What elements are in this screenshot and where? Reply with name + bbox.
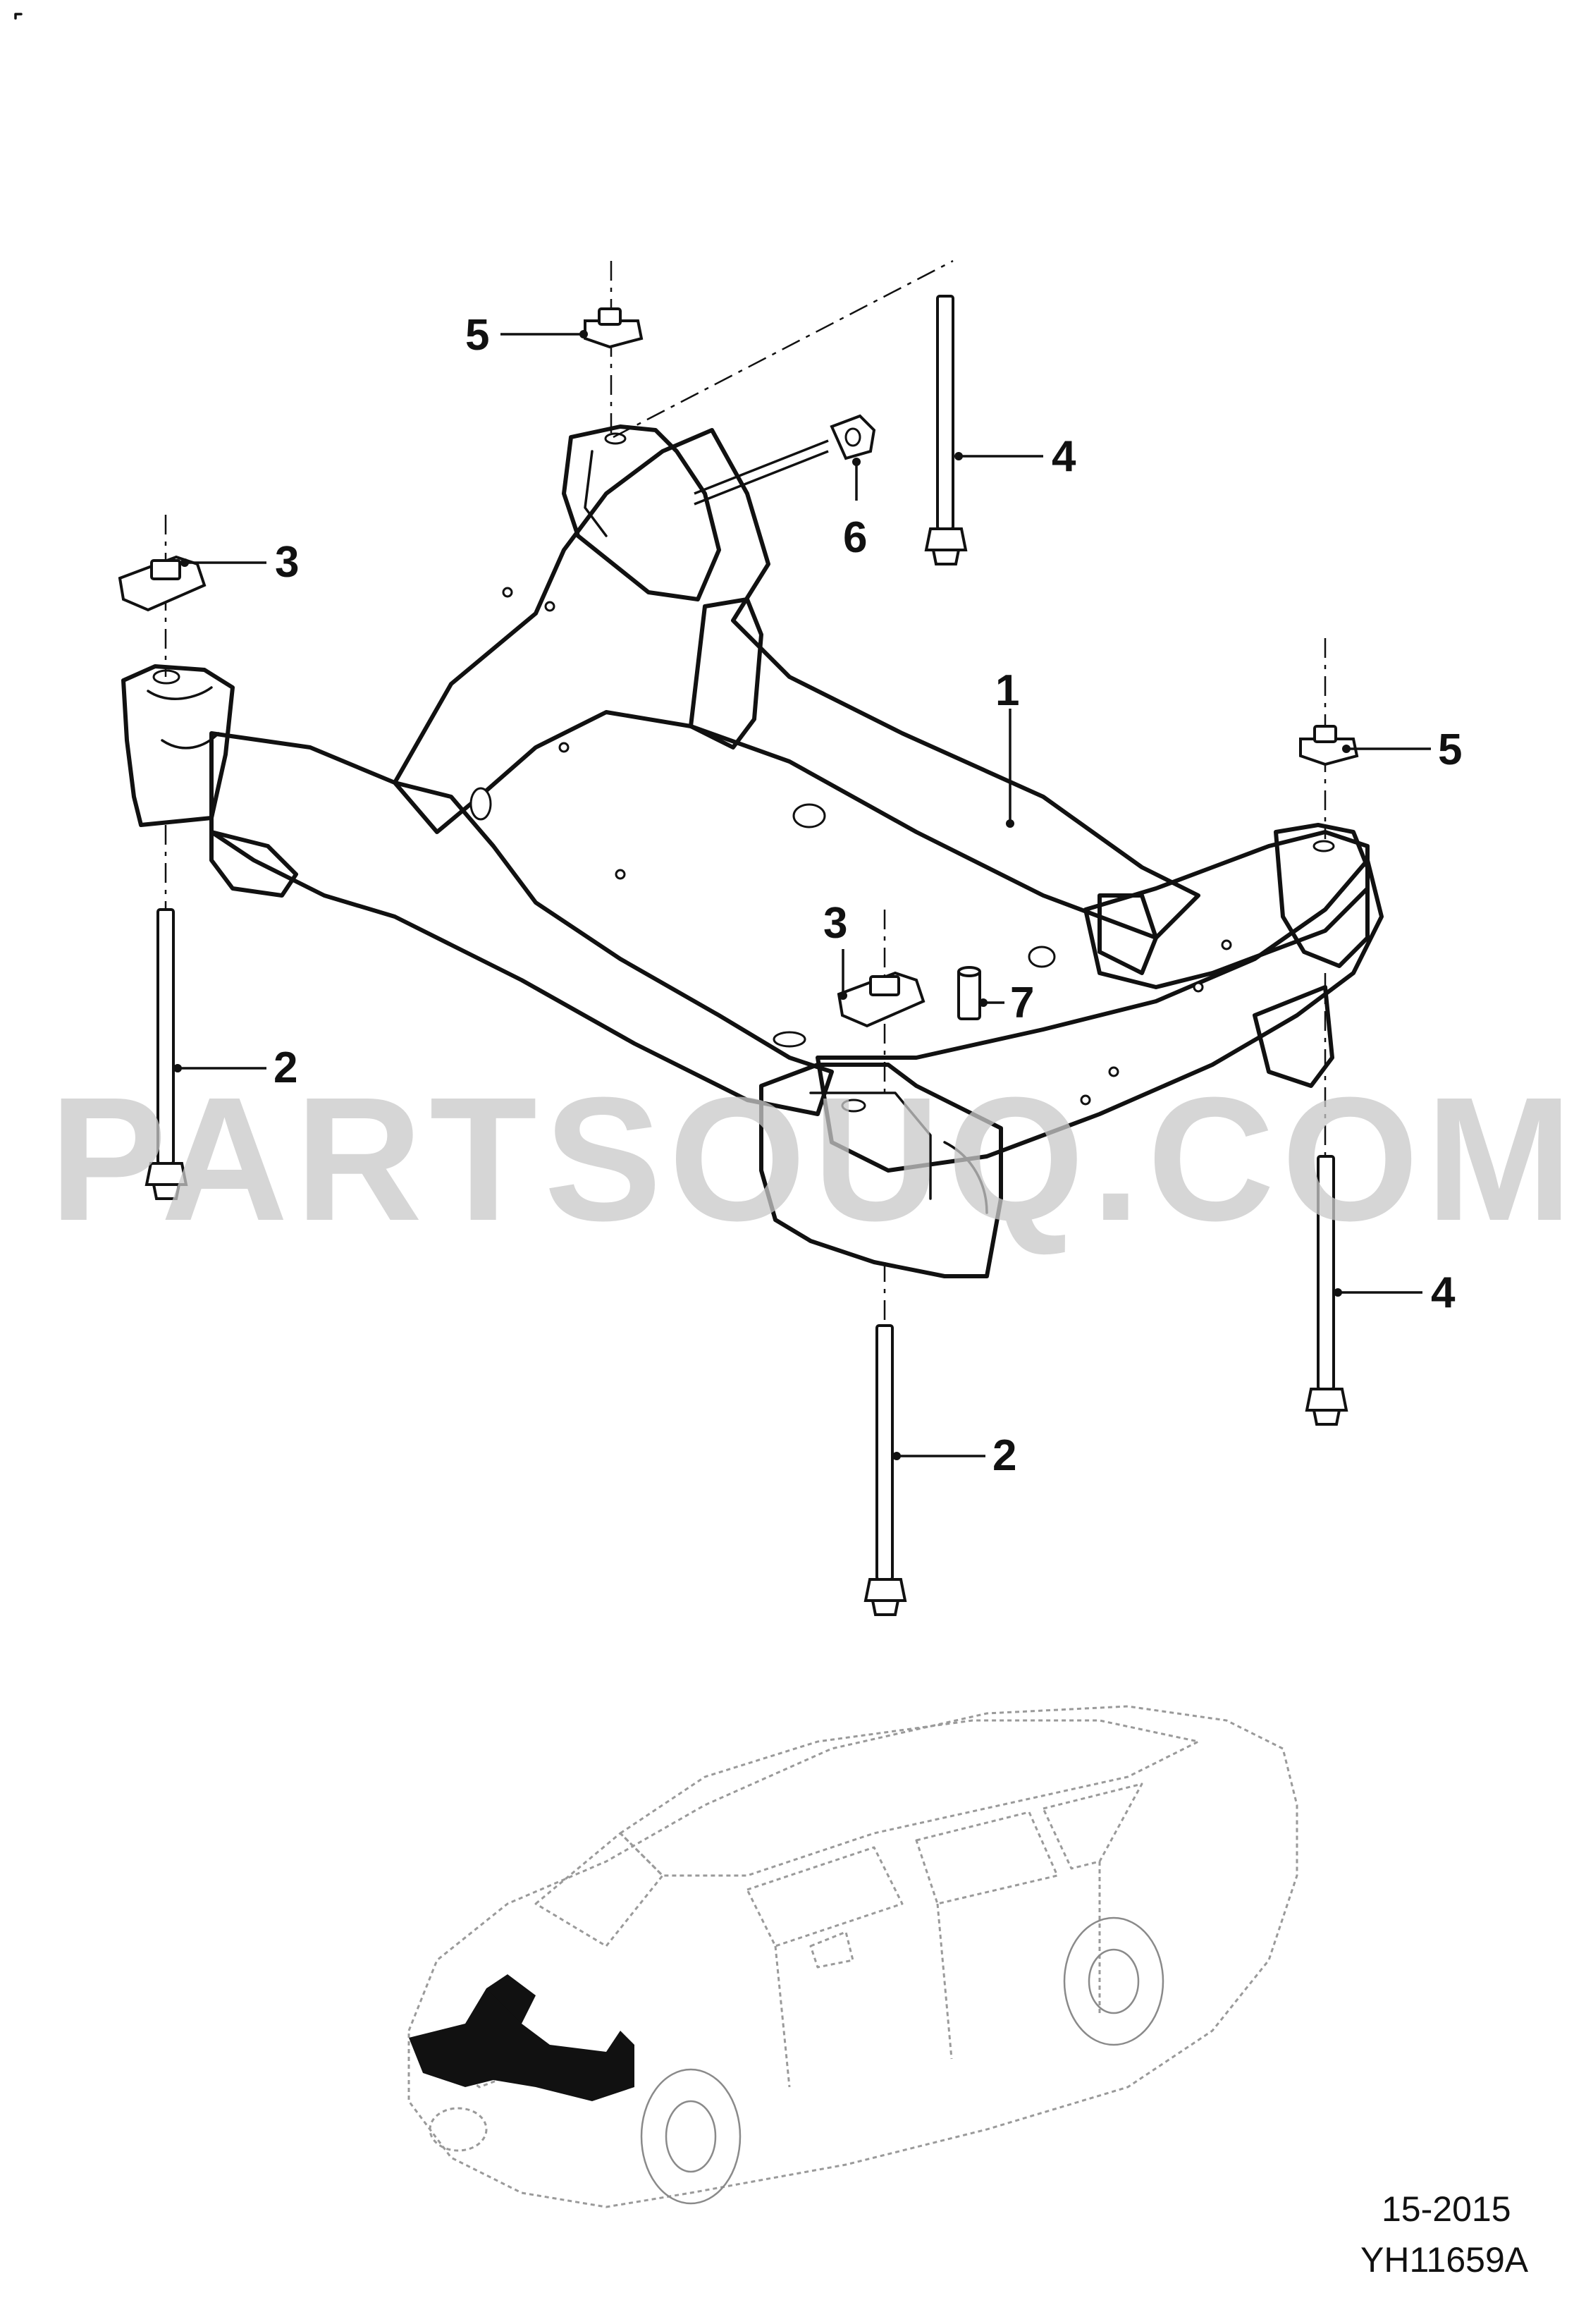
svg-text:5: 5 bbox=[465, 311, 489, 360]
issue-code: 15-2015 bbox=[1382, 2189, 1511, 2229]
callout-6: 6 bbox=[694, 439, 867, 562]
svg-text:4: 4 bbox=[1052, 432, 1076, 481]
callout-5-upper: 5 bbox=[465, 311, 588, 360]
nut-part-5-right bbox=[1299, 725, 1359, 766]
callout-1: 1 bbox=[995, 666, 1019, 828]
bolt-part-4-upper bbox=[924, 295, 968, 565]
svg-text:3: 3 bbox=[823, 899, 847, 948]
bolt-part-2-center bbox=[863, 1324, 907, 1616]
svg-text:4: 4 bbox=[1431, 1268, 1456, 1317]
corner-mark bbox=[14, 13, 23, 20]
bracket-part-3-center bbox=[837, 971, 926, 1028]
vehicle-locator-illustration bbox=[407, 1705, 1298, 2208]
callout-2-left: 2 bbox=[173, 1044, 297, 1092]
svg-text:3: 3 bbox=[275, 538, 299, 587]
svg-text:1: 1 bbox=[995, 666, 1019, 715]
callout-5-right: 5 bbox=[1342, 726, 1462, 774]
watermark-text: PARTSOUQ.COM bbox=[49, 1060, 1574, 1257]
svg-text:2: 2 bbox=[273, 1044, 297, 1092]
callout-4-upper: 4 bbox=[954, 432, 1076, 481]
svg-text:2: 2 bbox=[992, 1431, 1016, 1480]
bracket-part-3-left bbox=[118, 555, 207, 612]
callout-3-left: 3 bbox=[180, 538, 299, 587]
callout-2-center: 2 bbox=[892, 1431, 1016, 1480]
nut-part-5-upper bbox=[584, 307, 644, 349]
illustration-code: YH11659A bbox=[1360, 2240, 1529, 2280]
callout-3-center: 3 bbox=[823, 899, 847, 1000]
callout-4-right: 4 bbox=[1334, 1268, 1456, 1317]
bolt-part-2-left bbox=[145, 908, 188, 1200]
bolt-part-4-right bbox=[1305, 1155, 1348, 1426]
svg-text:6: 6 bbox=[843, 513, 867, 562]
callout-7: 7 bbox=[979, 979, 1034, 1027]
clip-part-6 bbox=[830, 414, 876, 460]
front-subframe-part-1 bbox=[121, 424, 1384, 1278]
sleeve-part-7 bbox=[957, 966, 981, 1020]
svg-text:5: 5 bbox=[1438, 726, 1462, 774]
svg-text:7: 7 bbox=[1010, 979, 1034, 1027]
